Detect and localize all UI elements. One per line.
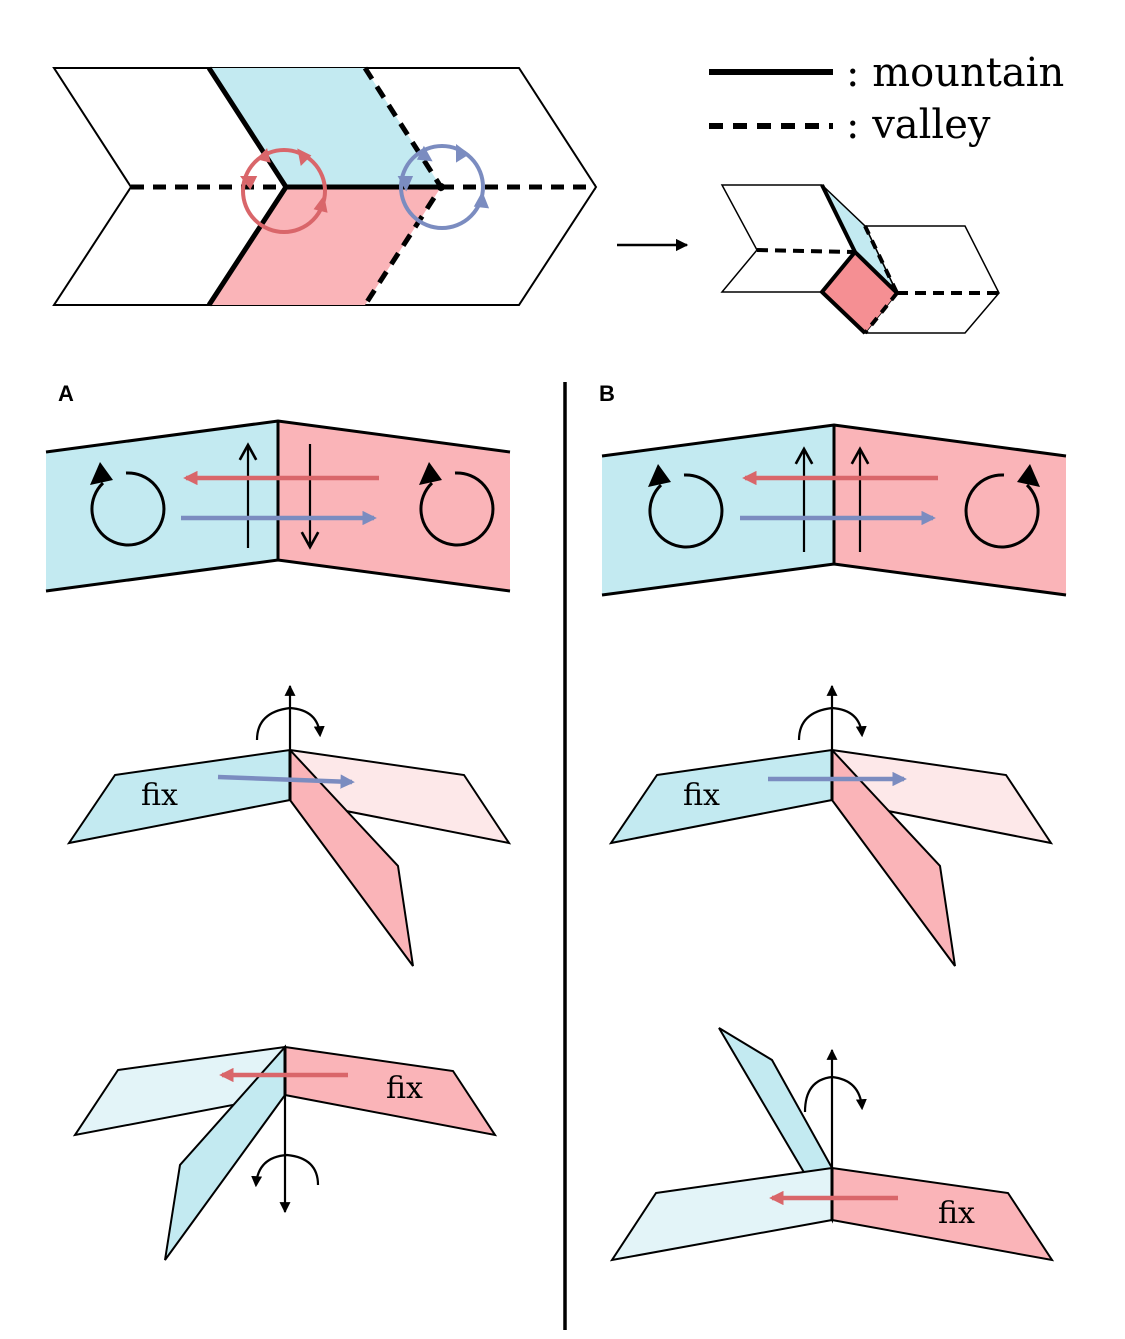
b-rotate-cw-icon (964, 473, 1040, 549)
a1-blue-arrow (217, 774, 355, 789)
panel-b-fold-2: fix (609, 1027, 1055, 1262)
a-blue-panel (46, 421, 278, 591)
panel-b-label: B (599, 381, 615, 406)
b2-faded-blue-flap (609, 1166, 833, 1262)
b-rotate-ccw-icon (648, 473, 724, 549)
folded-result (720, 184, 1000, 335)
a2-rotation-icon (251, 1153, 320, 1188)
a-rotate-ccw-icon-right-head (419, 462, 442, 485)
folded-valley-3 (863, 225, 899, 294)
panel-a-fold-2: fix (72, 1044, 498, 1261)
a2-fix-label: fix (386, 1071, 423, 1106)
b-rotate-cw-icon-head (1017, 464, 1040, 487)
b2-rotation-icon (803, 1075, 867, 1113)
a-red-panel (278, 421, 510, 591)
panel-b-hinge (601, 423, 1067, 597)
panel-b-fold-1: fix (608, 684, 1054, 967)
folded-mountain-3 (819, 250, 867, 335)
b1-rotation-icon (797, 706, 867, 741)
a-rotate-ccw-icon-right (419, 471, 495, 547)
valley-legend-label: : valley (846, 102, 991, 148)
mountain-legend-label: : mountain (846, 50, 1064, 96)
vertex-dot (437, 183, 445, 191)
a1-blue-flap (66, 748, 291, 845)
a-rotate-ccw-icon-left (90, 471, 166, 547)
b-red-panel (834, 425, 1066, 595)
folded-valley-1 (756, 248, 856, 254)
a1-rotation-icon (255, 706, 325, 741)
folded-valley-4 (863, 291, 899, 335)
a-rotate-ccw-icon-left-head (90, 462, 113, 485)
a1-fix-label: fix (141, 778, 178, 813)
panel-a-fold-1: fix (66, 684, 512, 967)
b1-blue-flap (608, 748, 833, 845)
folded-mountain-1 (820, 184, 857, 253)
legend: : mountain : valley (709, 50, 1064, 148)
panel-a-hinge (45, 419, 511, 593)
folded-mountain-2 (853, 250, 899, 295)
red-rotation-circle (240, 148, 328, 234)
b1-fix-label: fix (683, 778, 720, 813)
b-rotate-ccw-icon-head (648, 464, 671, 487)
b2-fix-label: fix (938, 1196, 975, 1231)
blue-rotation-circle (397, 144, 490, 230)
crease-pattern (52, 66, 598, 307)
panel-a-label: A (58, 381, 74, 406)
